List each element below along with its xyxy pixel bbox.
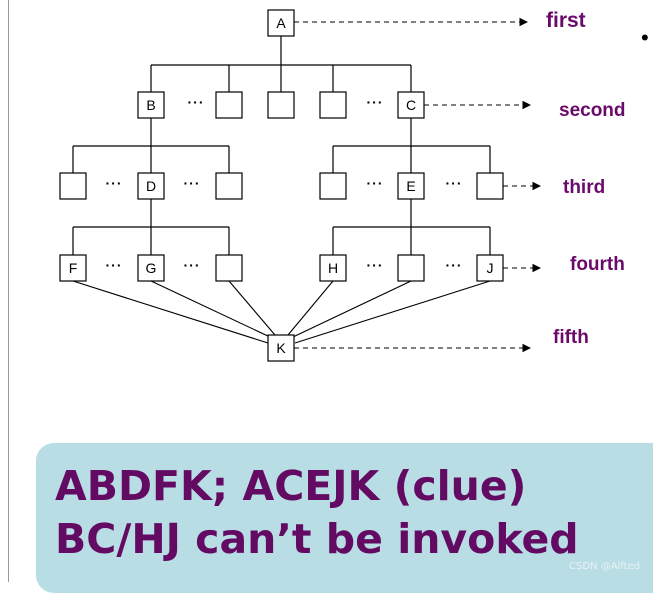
- node-empty: [215, 254, 243, 282]
- node-empty: [215, 91, 243, 119]
- svg-text:A: A: [276, 15, 286, 31]
- node-A: A: [267, 9, 295, 37]
- node-B: B: [137, 91, 165, 119]
- svg-text:E: E: [406, 178, 415, 194]
- node-F: F: [59, 254, 87, 282]
- ellipsis: ···: [106, 257, 123, 273]
- level-label-fourth: fourth: [570, 254, 625, 275]
- node-empty: [476, 172, 504, 200]
- node-empty: [267, 91, 295, 119]
- node-K: K: [267, 334, 295, 362]
- node-empty: [397, 254, 425, 282]
- ellipsis: ···: [367, 175, 384, 191]
- svg-text:F: F: [69, 260, 78, 276]
- ellipsis: ···: [367, 257, 384, 273]
- node-D: D: [137, 172, 165, 200]
- edges-level-2-3: [72, 118, 491, 173]
- callout-line-2: BC/HJ can’t be invoked: [55, 515, 579, 563]
- svg-text:B: B: [146, 97, 155, 113]
- ellipsis: ···: [446, 257, 463, 273]
- edges-level-1-2: [150, 36, 412, 92]
- node-empty: [319, 91, 347, 119]
- node-H: H: [319, 254, 347, 282]
- level-arrows: [294, 17, 542, 353]
- callout-line-1: ABDFK; ACEJK (clue): [55, 462, 527, 510]
- watermark: CSDN @Alfted: [569, 561, 641, 572]
- edges-level-4-5: [72, 280, 491, 344]
- ellipsis: ···: [184, 175, 201, 191]
- callout-box: [36, 443, 653, 593]
- ellipsis: ···: [106, 175, 123, 191]
- node-empty: [319, 172, 347, 200]
- svg-text:G: G: [146, 260, 157, 276]
- ellipsis: ···: [188, 94, 205, 110]
- node-J: J: [476, 254, 504, 282]
- bullet-icon: •: [641, 25, 649, 50]
- node-E: E: [397, 172, 425, 200]
- node-empty: [59, 172, 87, 200]
- level-label-third: third: [563, 177, 605, 198]
- level-label-fifth: fifth: [553, 327, 589, 348]
- edges-level-3-4: [72, 199, 491, 255]
- svg-text:D: D: [146, 178, 156, 194]
- level-label-first: first: [546, 9, 586, 32]
- node-empty: [215, 172, 243, 200]
- svg-text:H: H: [328, 260, 338, 276]
- ellipsis: ···: [446, 175, 463, 191]
- node-C: C: [397, 91, 425, 119]
- ellipsis: ···: [184, 257, 201, 273]
- ellipsis: ···: [367, 94, 384, 110]
- level-label-second: second: [559, 100, 626, 121]
- svg-text:J: J: [487, 260, 494, 276]
- node-G: G: [137, 254, 165, 282]
- slide-left-border: [8, 0, 9, 582]
- svg-text:C: C: [406, 97, 416, 113]
- svg-text:K: K: [276, 340, 286, 356]
